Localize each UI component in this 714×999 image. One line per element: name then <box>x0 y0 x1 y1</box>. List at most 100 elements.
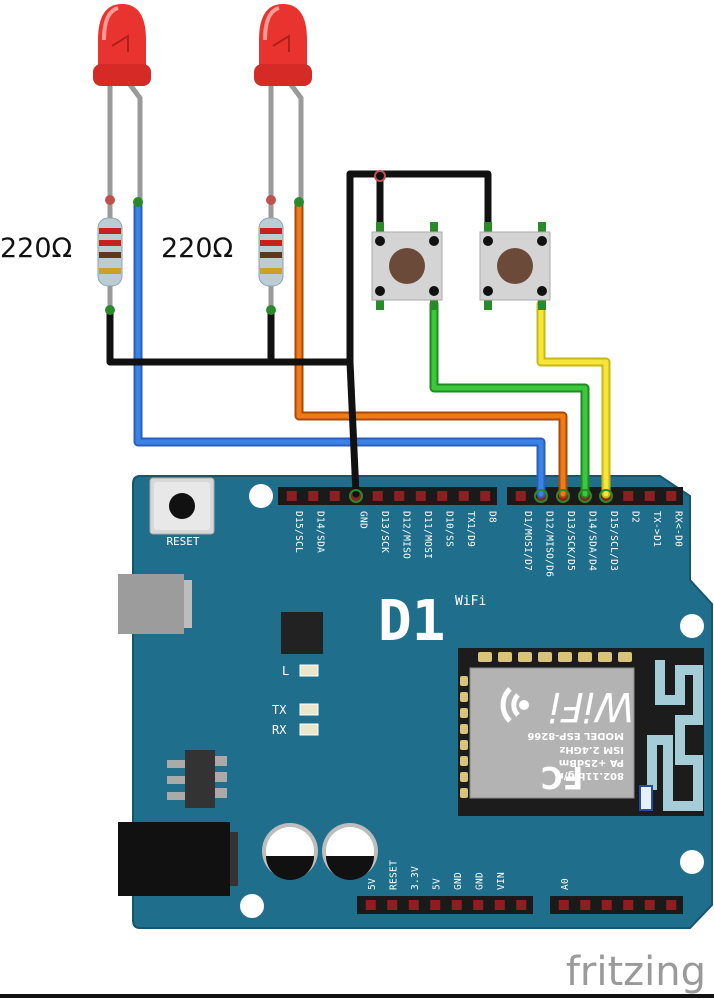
fritzing-watermark: fritzing <box>566 949 706 995</box>
pin-label: D1/MOSI/D7 <box>522 511 533 571</box>
module-pad <box>478 652 492 662</box>
voltage-regulator <box>167 750 227 808</box>
module-std: 802.11b/g/n <box>557 770 624 781</box>
pin-label: TX->D1 <box>651 511 662 547</box>
header-pin[interactable] <box>623 491 634 501</box>
header-pin[interactable] <box>473 900 484 910</box>
led-2 <box>254 4 312 200</box>
push-button-2[interactable] <box>479 222 551 310</box>
pin-label: A0 <box>560 878 571 890</box>
wires <box>106 170 611 499</box>
header-pin[interactable] <box>666 491 677 501</box>
capacitor <box>322 823 378 880</box>
usb-connector <box>118 574 192 634</box>
header-pin[interactable] <box>430 900 441 910</box>
header-pin[interactable] <box>558 900 569 910</box>
wire-black-gnd[interactable] <box>106 306 354 366</box>
mount-hole <box>680 614 704 638</box>
pin-label: RESET <box>388 860 399 890</box>
header-bottom-analog: A0 <box>550 878 683 914</box>
module-pad <box>460 756 468 766</box>
wire-black-gnd[interactable] <box>346 170 360 498</box>
board-logo-sub: WiFi <box>455 594 486 609</box>
pin-label: 5V <box>367 878 378 890</box>
header-pin[interactable] <box>415 491 426 501</box>
module-pad <box>558 652 572 662</box>
header-pin[interactable] <box>515 491 526 501</box>
d1-board: RESET L TX RX <box>118 475 713 929</box>
resistor-1-label: 220Ω <box>0 233 72 264</box>
pin-label: RX<-D0 <box>672 511 683 547</box>
fc-mark: FC <box>541 759 584 794</box>
module-pad <box>538 652 552 662</box>
header-pin[interactable] <box>408 900 419 910</box>
pin-label: D13/SCK <box>379 511 390 553</box>
header-pin[interactable] <box>286 491 297 501</box>
led-rx <box>299 723 319 736</box>
module-pad <box>460 788 468 798</box>
header-pin[interactable] <box>365 900 376 910</box>
module-pad <box>598 652 612 662</box>
pin-label: TX1/D9 <box>465 511 476 547</box>
header-pin[interactable] <box>387 900 398 910</box>
power-jack <box>118 822 238 896</box>
module-pad <box>498 652 512 662</box>
header-pin[interactable] <box>516 900 527 910</box>
pin-label: D8 <box>486 511 497 523</box>
board-logo: D1 <box>378 589 445 654</box>
module-pad <box>460 724 468 734</box>
led-tx <box>299 703 319 716</box>
header-pin[interactable] <box>451 900 462 910</box>
wire-black-gnd[interactable] <box>346 170 492 232</box>
header-pin[interactable] <box>580 900 591 910</box>
header-pin[interactable] <box>458 491 469 501</box>
module-model: MODEL ESP-8266 <box>527 730 624 741</box>
pin-label: D15/SCL <box>293 511 304 553</box>
module-pad <box>460 708 468 718</box>
reset-label: RESET <box>166 535 199 548</box>
reset-button[interactable] <box>149 477 215 535</box>
led-l-label: L <box>282 664 289 678</box>
led-tx-label: TX <box>272 703 287 717</box>
pin-label: VIN <box>496 872 507 890</box>
header-pin[interactable] <box>329 491 340 501</box>
mcu-chip <box>281 612 323 654</box>
header-pin[interactable] <box>623 900 634 910</box>
esp8266-module: FC 802.11b/g/n PA +25dBm ISM 2.4GHz MODE… <box>458 648 704 816</box>
push-button-1[interactable] <box>371 170 443 310</box>
wire-endpoints <box>349 489 613 503</box>
header-pin[interactable] <box>666 900 677 910</box>
header-pin[interactable] <box>644 900 655 910</box>
capacitor <box>262 823 318 880</box>
antenna-trace <box>647 660 703 811</box>
header-pin[interactable] <box>494 900 505 910</box>
header-pin[interactable] <box>601 900 612 910</box>
resistor-2-label: 220Ω <box>161 233 233 264</box>
wifi-icon <box>500 687 529 723</box>
module-pad <box>518 652 532 662</box>
module-pad <box>460 692 468 702</box>
header-pin[interactable] <box>644 491 655 501</box>
header-pin[interactable] <box>394 491 405 501</box>
header-pin[interactable] <box>308 491 319 501</box>
module-pad <box>460 740 468 750</box>
module-pad <box>460 676 468 686</box>
pin-label: 3.3V <box>410 866 421 890</box>
module-ism: ISM 2.4GHz <box>559 744 624 755</box>
led-1 <box>93 4 151 200</box>
blue-led <box>639 785 653 811</box>
wire-yellow[interactable] <box>536 299 611 499</box>
pin-label: D12/MISO <box>400 511 411 559</box>
pin-label: GND <box>453 872 464 890</box>
mount-hole <box>680 850 704 874</box>
header-pin[interactable] <box>480 491 491 501</box>
header-pin[interactable] <box>437 491 448 501</box>
mount-hole <box>240 894 264 918</box>
header-pin[interactable] <box>372 491 383 501</box>
pin-label: D12/MISO/D6 <box>543 511 554 577</box>
pin-label: GND <box>357 511 368 529</box>
pin-label: D11/MOSI <box>422 511 433 559</box>
